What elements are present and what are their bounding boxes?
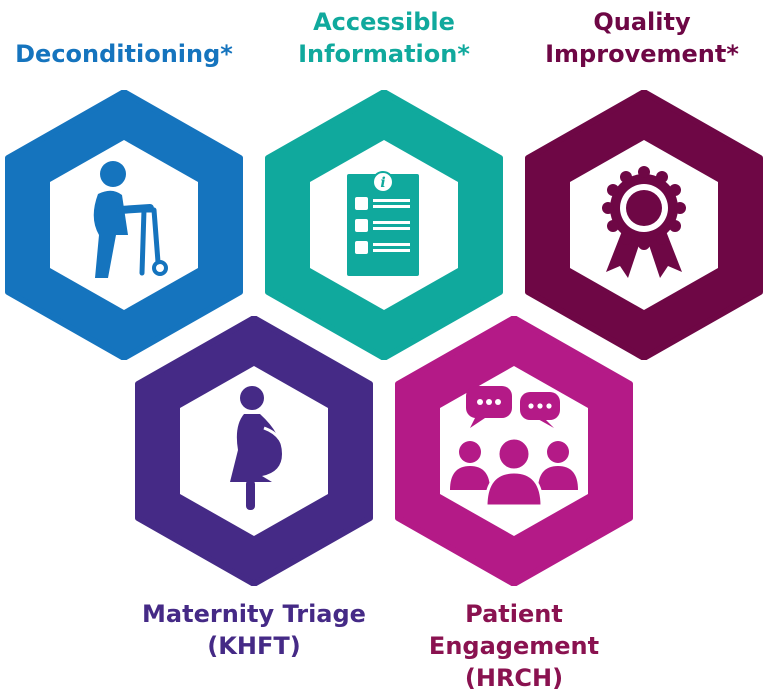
accessible-information-label-line-1: Accessible — [313, 8, 455, 36]
deconditioning-hexagon — [4, 90, 244, 360]
group-chat-icon — [450, 386, 578, 508]
maternity-triage-label-line-2: (KHFT) — [207, 632, 301, 660]
quality-improvement-label-line-1: Quality — [593, 8, 691, 36]
deconditioning-label-line-1: Deconditioning* — [15, 40, 233, 68]
svg-text:i: i — [380, 175, 385, 191]
accessible-information-label: Accessible Information* — [268, 6, 500, 70]
quality-improvement-label: Quality Improvement* — [526, 6, 758, 70]
patient-engagement-label: Patient Engagement (HRCH) — [394, 598, 634, 694]
quality-improvement-label-line-2: Improvement* — [545, 40, 739, 68]
patient-engagement-label-line-3: (HRCH) — [464, 664, 564, 692]
rosette-award-icon — [602, 166, 686, 278]
patient-engagement-hexagon — [394, 316, 634, 586]
deconditioning-label: Deconditioning* — [8, 38, 240, 70]
patient-engagement-label-line-2: Engagement — [428, 632, 600, 660]
pregnant-woman-icon — [230, 386, 286, 510]
quality-improvement-hexagon — [524, 90, 764, 360]
info-document-icon: i — [347, 171, 419, 276]
accessible-information-label-line-2: Information* — [298, 40, 470, 68]
maternity-triage-label-line-1: Maternity Triage — [142, 600, 366, 628]
maternity-triage-label: Maternity Triage (KHFT) — [134, 598, 374, 662]
accessible-information-hexagon: i — [264, 90, 504, 360]
patient-engagement-label-line-1: Patient — [465, 600, 563, 628]
walker-person-icon — [93, 161, 168, 278]
maternity-triage-hexagon — [134, 316, 374, 586]
